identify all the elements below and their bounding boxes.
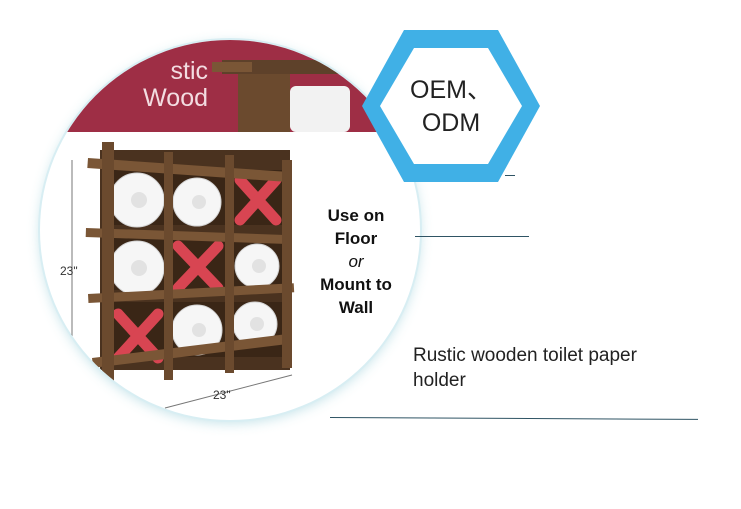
- width-dimension-label: 23": [213, 388, 231, 402]
- product-caption: Rustic wooden toilet paper holder: [413, 345, 637, 391]
- oem-odm-badge: OEM、 ODM: [358, 26, 544, 186]
- wall-shelf-detail: [212, 60, 350, 132]
- product-photo: stic Wood: [40, 40, 420, 420]
- wooden-slats: [85, 142, 295, 388]
- x-marks: [112, 174, 282, 364]
- tic-tac-toe-shelf-illustration: [71, 60, 350, 409]
- brand-banner: stic Wood: [40, 40, 420, 132]
- badge-text: OEM、 ODM: [410, 76, 492, 137]
- divider-short: [505, 175, 515, 176]
- mounting-options-text: Use on Floor or Mount to Wall: [320, 206, 392, 317]
- banner-text: stic Wood: [143, 57, 208, 112]
- divider-middle: [415, 236, 529, 237]
- paper-rolls: [109, 172, 280, 356]
- height-dimension-label: 23": [60, 264, 78, 278]
- hexagon-icon: [362, 30, 540, 182]
